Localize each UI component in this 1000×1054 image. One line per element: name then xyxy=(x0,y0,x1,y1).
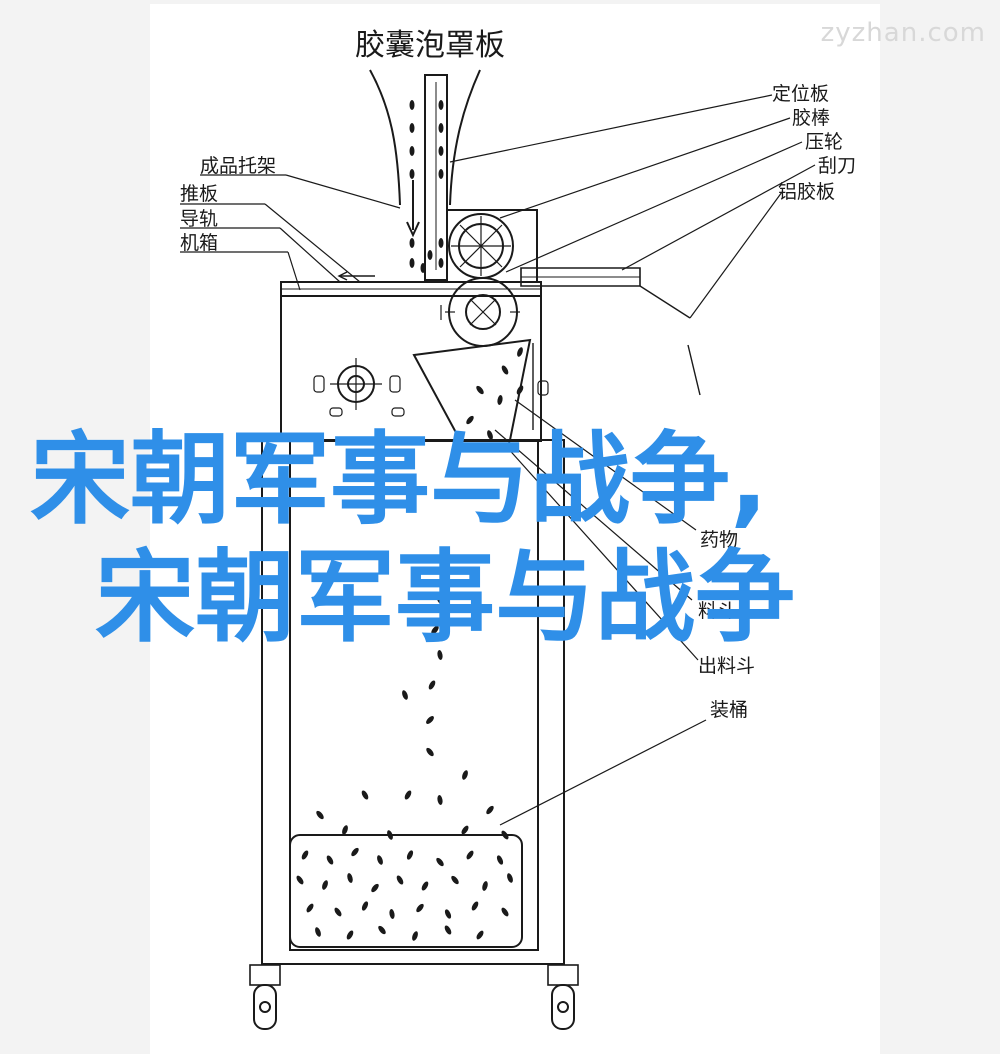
overlay-title-line-2: 宋朝军事与战争 xyxy=(95,539,795,656)
label-guide-rail: 导轨 xyxy=(180,208,218,230)
label-bucket: 装桶 xyxy=(710,699,748,721)
label-aluminum-plate: 铝胶板 xyxy=(778,181,835,203)
label-discharge-hopper: 出料斗 xyxy=(698,655,755,677)
label-cabinet: 机箱 xyxy=(180,232,218,254)
diagram-sheet xyxy=(150,4,880,1054)
label-material: 药物 xyxy=(700,529,738,551)
overlay-title-line-1: 宋朝军事与战争, xyxy=(30,421,768,538)
wheel-right xyxy=(551,984,575,1030)
label-press-wheel: 压轮 xyxy=(805,131,843,153)
chute-right-curve xyxy=(449,69,481,206)
chute-left-curve xyxy=(369,69,401,206)
label-hopper: 料斗 xyxy=(698,600,736,622)
label-finished-tray: 成品托架 xyxy=(200,155,276,177)
falling-capsules xyxy=(316,347,524,840)
collection-bucket xyxy=(289,834,523,948)
watermark-text: zyzhan.com xyxy=(820,18,986,48)
label-push-plate: 推板 xyxy=(180,183,218,205)
capsule-pile xyxy=(296,847,513,941)
label-positioning-plate: 定位板 xyxy=(772,83,829,105)
label-scraper: 刮刀 xyxy=(818,155,856,177)
title-label: 胶囊泡罩板 xyxy=(355,28,505,63)
label-rubber-rod: 胶棒 xyxy=(792,107,830,129)
feed-tube xyxy=(424,74,448,281)
wheel-left xyxy=(253,984,277,1030)
